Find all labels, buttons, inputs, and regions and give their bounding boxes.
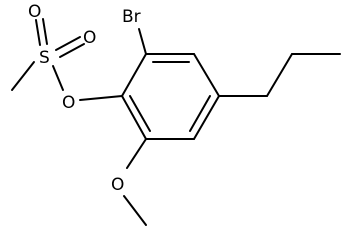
bond-sulfur-ester-oxygen: [52, 65, 64, 91]
label-sulfonyl-oxygen-top: O: [28, 2, 41, 22]
bond-sulfur-oxygen-top-b: [42, 18, 48, 45]
label-bromine: Br: [122, 7, 141, 27]
ring-double-bond-inner-left: [129, 95, 151, 132]
bond-sulfur-oxygen-right-b: [59, 43, 85, 58]
structure-diagram: Br O O S O O: [11, 2, 341, 226]
bond-methoxy-oxygen-methyl: [123, 195, 147, 226]
ring-bond-c6-c1: [121, 95, 147, 140]
ring-bond-c4-c5: [193, 95, 220, 140]
bond-ring-bromine: [138, 28, 147, 55]
label-sulfonyl-oxygen-right: O: [83, 28, 96, 48]
ring-bond-c3-c4: [193, 53, 220, 97]
ring-bond-c1-c2: [121, 53, 147, 97]
bond-propyl-2: [266, 53, 293, 97]
bond-sulfur-oxygen-top-a: [35, 19, 41, 46]
bond-ring-methoxy-oxygen: [126, 138, 147, 169]
bond-ester-oxygen-ring: [79, 95, 123, 101]
label-ester-oxygen: O: [62, 93, 75, 113]
ring-double-bond-inner-right: [189, 95, 211, 132]
bond-sulfur-oxygen-right-a: [55, 36, 81, 51]
label-sulfur: S: [39, 48, 50, 68]
bond-methyl-sulfur: [11, 61, 35, 91]
label-methoxy-oxygen: O: [111, 175, 124, 195]
